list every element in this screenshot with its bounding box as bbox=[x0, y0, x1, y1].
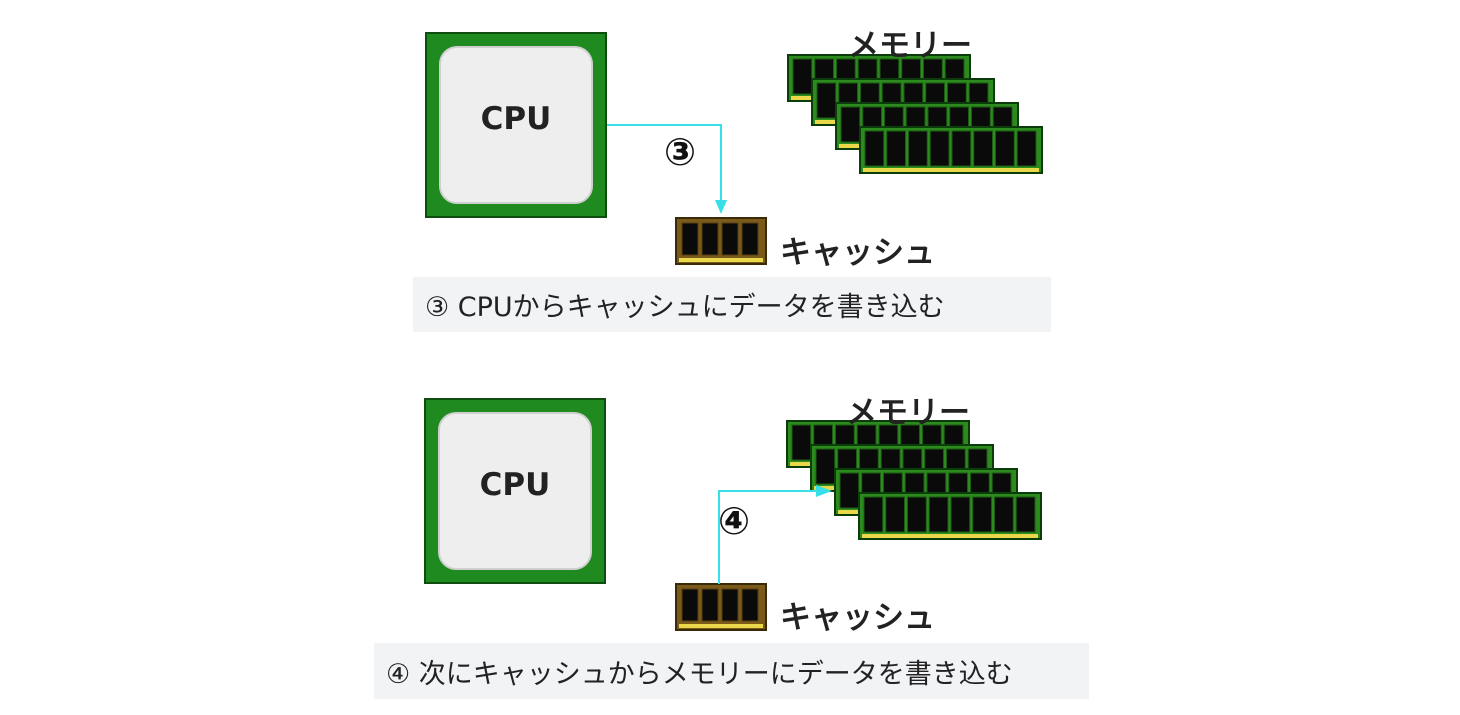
panel-graphics bbox=[675, 420, 1042, 631]
cache-icon bbox=[675, 583, 767, 631]
arrow-cpu-to-cache bbox=[597, 124, 727, 214]
cpu-chip: CPU bbox=[425, 32, 607, 218]
memory-label: メモリー bbox=[846, 395, 970, 431]
memory-icon bbox=[787, 54, 1043, 174]
cache-label: キャッシュ bbox=[780, 235, 935, 271]
cpu-die: CPU bbox=[439, 46, 593, 204]
diagram-panel-step-3: CPU メモリー キャッシュ ③ ③ CPUからキャッシュにデータを書き込む bbox=[0, 0, 1460, 340]
cache-label: キャッシュ bbox=[780, 600, 935, 636]
caption: ③ CPUからキャッシュにデータを書き込む bbox=[413, 277, 1051, 332]
cpu-chip: CPU bbox=[424, 398, 606, 584]
step-marker: ③ bbox=[664, 130, 697, 174]
memory-label: メモリー bbox=[848, 28, 972, 64]
cache-icon bbox=[675, 217, 767, 265]
memory-icon bbox=[786, 420, 1042, 540]
caption: ④ 次にキャッシュからメモリーにデータを書き込む bbox=[374, 643, 1089, 699]
diagram-panel-step-4: CPU メモリー キャッシュ ④ ④ 次にキャッシュからメモリーにデータを書き込… bbox=[0, 366, 1460, 706]
cpu-label: CPU bbox=[480, 101, 552, 137]
step-marker: ④ bbox=[718, 499, 751, 543]
cpu-die: CPU bbox=[438, 412, 592, 570]
arrow-cache-to-memory bbox=[718, 485, 832, 584]
panel-graphics bbox=[597, 54, 1043, 265]
cpu-label: CPU bbox=[479, 467, 551, 503]
